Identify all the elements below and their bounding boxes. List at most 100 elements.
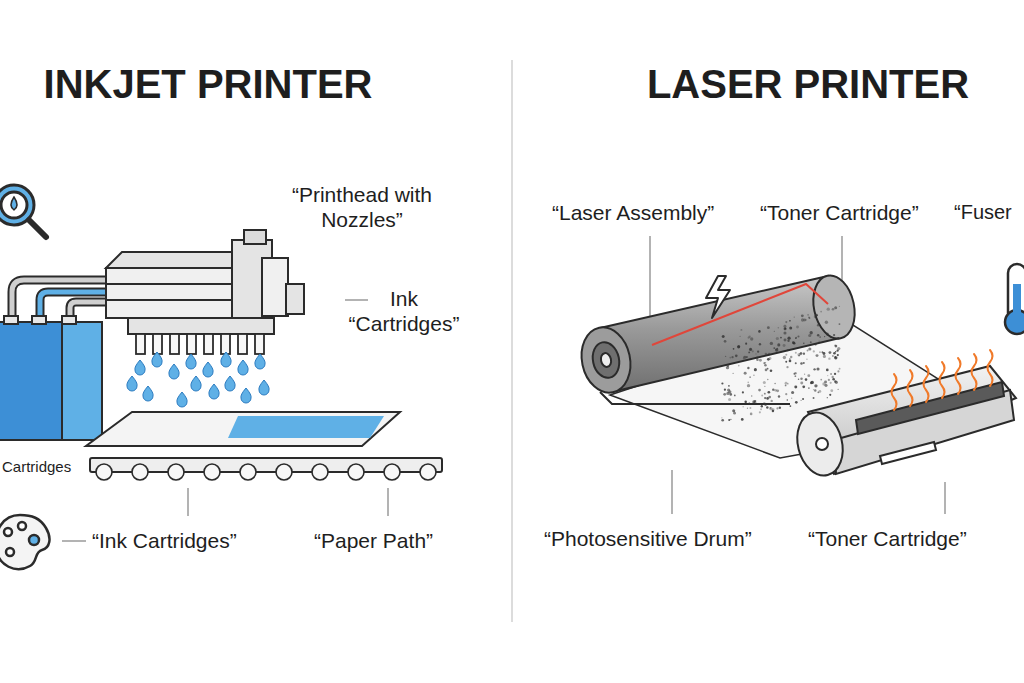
toner-particle [769,357,772,360]
toner-particle [789,320,791,322]
toner-particle [822,382,825,385]
paper-sheet [86,412,400,446]
toner-particle [787,399,788,400]
toner-particle [722,335,725,338]
heat-wave [924,366,929,402]
ink-cartridge-block [0,316,102,440]
toner-particle [777,343,780,346]
toner-particle [730,419,731,420]
nozzle [170,334,179,354]
toner-particle [748,351,750,353]
toner-particle [778,395,780,397]
roller [132,464,148,480]
toner-particle [827,307,830,310]
toner-particle [829,394,831,396]
toner-particle [795,337,797,339]
toner-particle [793,373,795,375]
toner-particle [814,389,816,391]
toner-particle [733,348,735,350]
ink-drop [191,376,201,391]
toner-particle [750,348,752,350]
toner-particle [787,337,790,340]
heat-waves [892,350,993,410]
toner-particle [779,407,780,408]
toner-particle [747,384,750,387]
nozzle [187,334,196,354]
toner-particle [801,314,804,317]
toner-particle [747,382,749,384]
toner-particle [768,353,771,356]
toner-particle [737,345,740,348]
toner-particle [744,401,746,403]
toner-particle [729,357,731,359]
toner-particle [830,336,832,338]
toner-particle [800,377,803,380]
toner-particle [825,321,828,324]
toner-particle [743,356,746,359]
toner-particle [837,354,839,356]
toner-particle [728,419,730,421]
toner-particle [817,391,819,393]
ink-drops [127,352,269,407]
nozzle [204,334,213,354]
ink-drop [238,360,248,375]
toner-particle [774,383,775,384]
roller [312,464,328,480]
toner-particle [742,391,744,393]
toner-particle [785,328,787,330]
toner-particle [835,381,838,384]
part-label: “Toner Cartridge” [808,526,1018,551]
toner-particle [804,374,805,375]
toner-particle [794,385,797,388]
toner-particle [745,343,747,345]
toner-particle [785,382,788,385]
laser-beam [652,284,828,345]
ink-drop [152,352,162,367]
toner-particle [807,374,810,377]
toner-particle [808,317,810,319]
toner-particle [747,408,748,409]
toner-particle [837,370,839,372]
part-label: “Laser Assembly” [552,200,752,225]
roller [384,464,400,480]
toner-particle [780,337,782,339]
toner-particle [792,341,795,344]
toner-particle [816,367,819,370]
toner-particle [805,319,807,321]
nozzle [136,334,145,354]
toner-particle [727,364,729,366]
ink-drop [255,354,265,369]
panel-divider [511,60,513,622]
toner-particle [728,398,731,401]
toner-particle [772,388,774,390]
toner-particle [839,306,840,307]
toner-particle [830,373,832,375]
heat-wave [972,354,977,390]
thermometer-icon [1005,264,1024,334]
photosensitive-drum [576,272,861,404]
ink-drop [186,354,196,369]
toner-particle [753,375,754,376]
toner-particle [748,402,750,404]
toner-particle [837,337,840,340]
toner-particle [761,405,763,407]
part-label: Ink “Cartridges” [334,286,474,336]
toner-particle [832,308,835,311]
toner-particle [785,361,787,363]
toner-particle [740,329,742,331]
toner-particle [771,400,773,402]
toner-particle [801,318,804,321]
toner-particle [795,362,797,364]
toner-particle [826,333,829,336]
toner-particle [823,355,826,358]
heat-wave [956,358,961,394]
toner-particle [808,347,811,350]
ink-drop [143,386,153,401]
toner-particle [822,351,824,353]
toner-particle [744,372,747,375]
toner-particle [795,352,797,354]
toner-particle [785,385,787,387]
toner-particle [779,407,781,409]
toner-particle [803,352,805,354]
